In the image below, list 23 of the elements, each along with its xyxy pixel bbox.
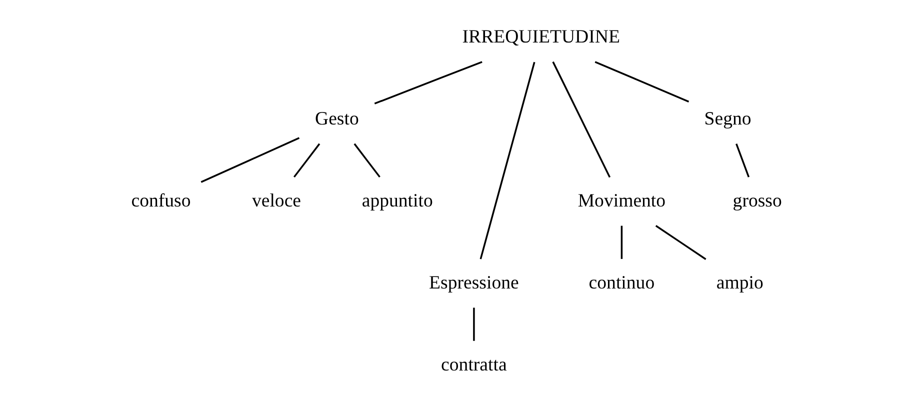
- node-text: IRREQUIETUDINE: [462, 26, 620, 48]
- node-text: continuo: [588, 272, 655, 294]
- node-text: appuntito: [362, 190, 433, 212]
- connector: [374, 61, 482, 104]
- node-text: Movimento: [578, 190, 666, 212]
- connector: [200, 137, 300, 183]
- node-text: contratta: [441, 354, 507, 376]
- connector: [552, 61, 611, 178]
- connector: [620, 226, 623, 259]
- node-text: veloce: [252, 190, 302, 212]
- node-text: Gesto: [315, 108, 359, 130]
- connector: [594, 61, 690, 102]
- connector: [736, 144, 750, 178]
- node-text: Espressione: [429, 272, 519, 294]
- connector: [293, 143, 320, 178]
- connector: [655, 225, 706, 260]
- connector: [473, 308, 475, 341]
- node-text: confuso: [131, 190, 191, 212]
- node-text: ampio: [716, 272, 764, 294]
- connector: [354, 143, 380, 178]
- connector: [480, 62, 536, 260]
- node-text: Segno: [704, 108, 752, 130]
- node-text: grosso: [732, 190, 782, 212]
